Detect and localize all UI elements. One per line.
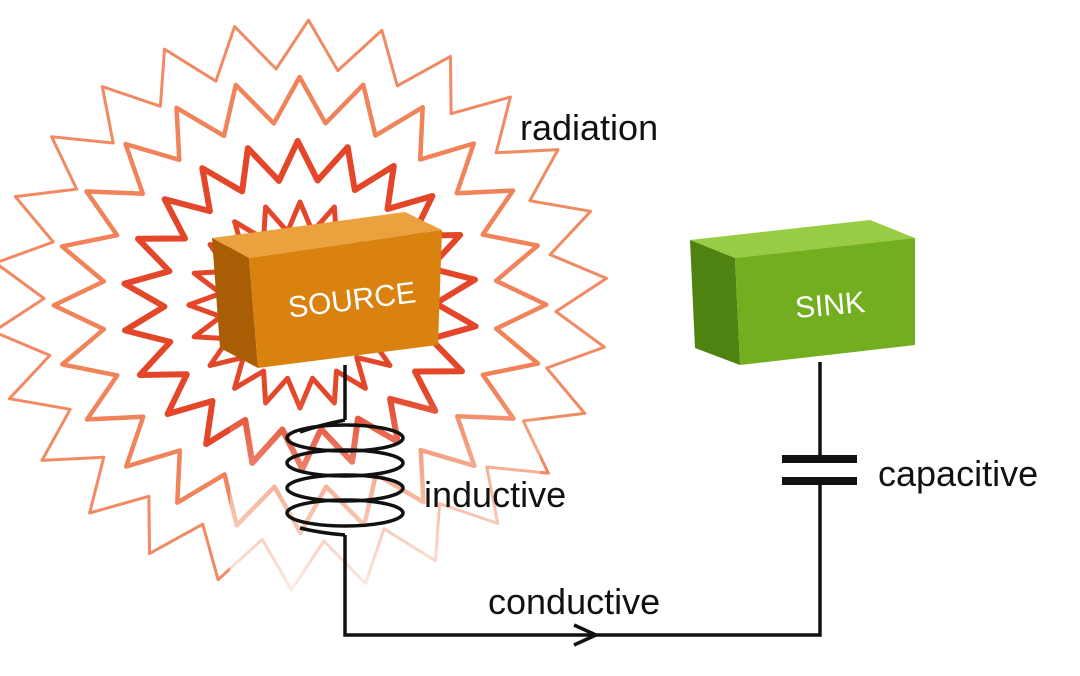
inductor-coil-icon [285,418,405,537]
inductive-label: inductive [424,474,566,515]
conductive-label: conductive [488,581,660,622]
capacitor-icon [782,455,857,485]
conductive-wire [343,362,822,637]
arrow-right-icon [573,623,601,647]
sink-box-front [735,238,915,365]
coil-lead [299,418,346,537]
capacitor-plate-bottom [782,477,857,485]
sink-box-top [690,220,915,258]
source-box-side [212,238,258,368]
source-box-top [212,212,442,258]
coil-loop [285,498,405,528]
radiation-label: radiation [520,107,658,148]
source-box: SOURCE [212,212,442,368]
sink-box-side [690,240,740,365]
capacitive-label: capacitive [878,453,1038,494]
capacitor-plate-top [782,455,857,463]
sink-box: SINK [690,220,915,365]
radiation-fade-overlay [230,390,540,600]
source-box-front [249,230,442,368]
sink-label: SINK [794,286,867,325]
